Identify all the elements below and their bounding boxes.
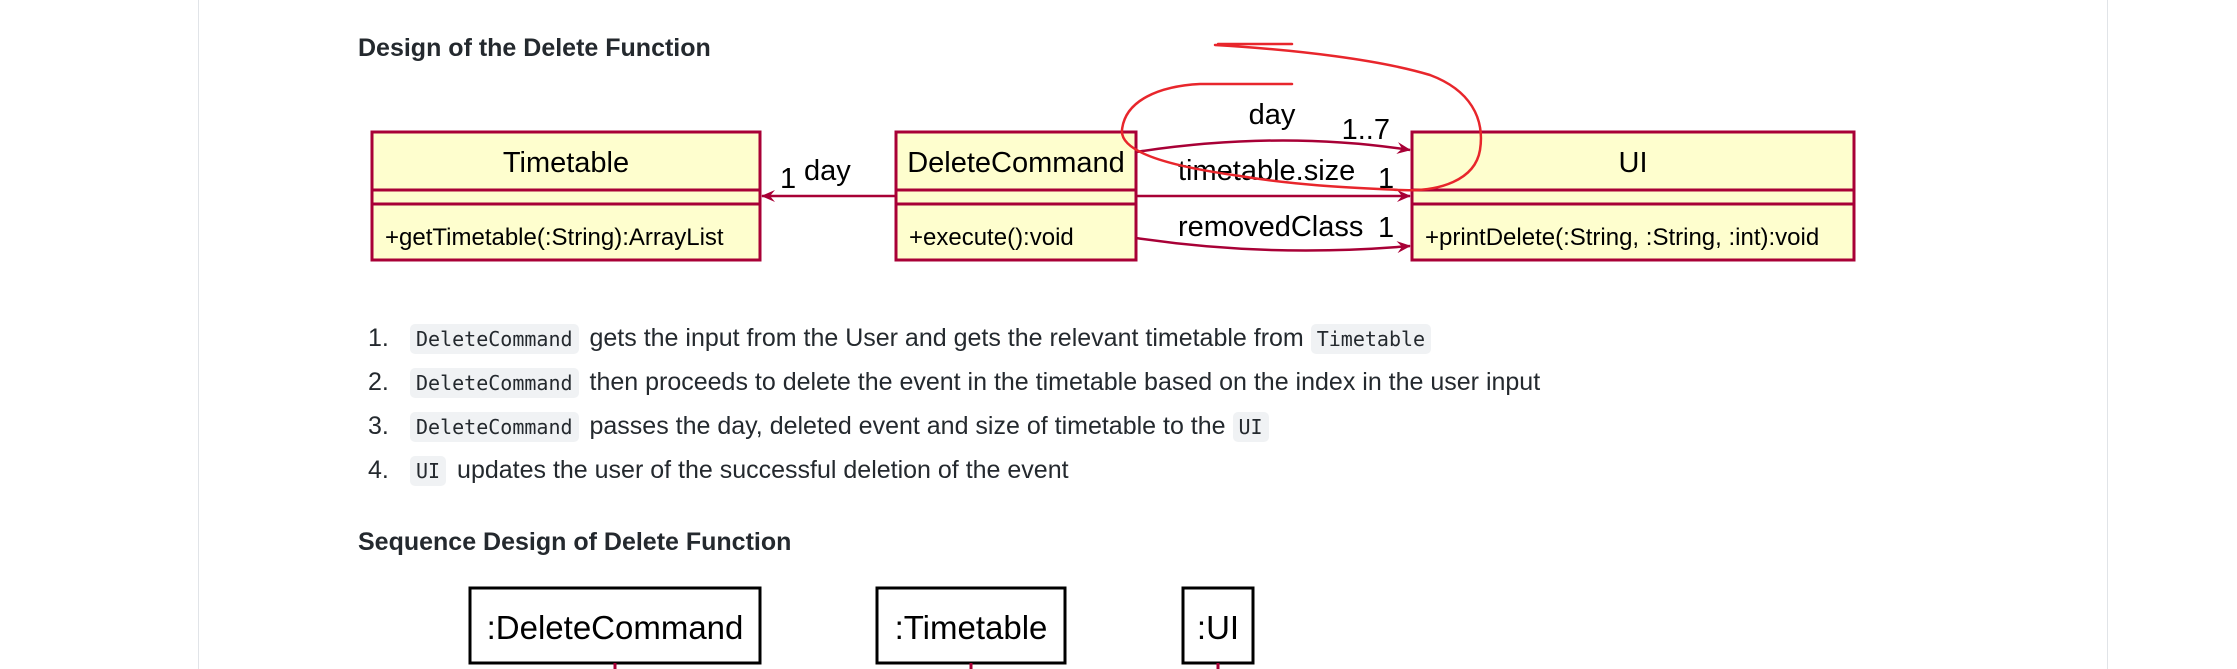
inline-code: UI — [410, 456, 447, 486]
delete-command-class: DeleteCommand +execute():void — [894, 130, 1138, 262]
to-timetable-label: day — [804, 155, 851, 187]
timetable-class-name: Timetable — [503, 147, 629, 179]
step-item: 1. DeleteCommand gets the input from the … — [368, 320, 1540, 364]
inline-code: UI — [1232, 412, 1269, 442]
to-timetable-multiplicity: 1 — [780, 163, 796, 195]
step-text: gets the input from the User and gets th… — [589, 324, 1304, 352]
day-association-multiplicity: 1..7 — [1342, 114, 1390, 146]
step-item: 2. DeleteCommand then proceeds to delete … — [368, 364, 1540, 408]
association-removed-class: removedClass 1 — [1135, 211, 1411, 254]
day-association-label: day — [1249, 99, 1296, 131]
association-timetable-size: timetable.size 1 — [1136, 155, 1411, 202]
step-text: passes the day, deleted event and size o… — [589, 412, 1226, 440]
step-number: 3. — [368, 412, 389, 440]
delete-command-class-name: DeleteCommand — [907, 147, 1125, 179]
inline-code: DeleteCommand — [410, 412, 579, 442]
step-number: 1. — [368, 324, 389, 352]
class-diagram: Timetable +getTimetable(:String):ArrayLi… — [370, 42, 1856, 262]
step-text: then proceeds to delete the event in the… — [589, 368, 1541, 396]
ui-class-name: UI — [1619, 147, 1648, 179]
step-text: updates the user of the successful delet… — [457, 456, 1069, 484]
timetable-class-method: +getTimetable(:String):ArrayList — [385, 224, 724, 251]
delete-command-class-method: +execute():void — [909, 224, 1074, 251]
timetable-size-multiplicity: 1 — [1378, 163, 1394, 195]
step-number: 4. — [368, 456, 389, 484]
sequence-design-heading: Sequence Design of Delete Function — [358, 528, 792, 556]
step-item: 3. DeleteCommand passes the day, deleted … — [368, 408, 1540, 452]
association-day: day 1..7 — [1135, 99, 1411, 154]
step-item: 4. UI updates the user of the successful … — [368, 452, 1540, 496]
inline-code: DeleteCommand — [410, 324, 579, 354]
timetable-class: Timetable +getTimetable(:String):ArrayLi… — [370, 130, 762, 262]
inline-code: Timetable — [1310, 324, 1432, 354]
removed-class-label: removedClass — [1178, 211, 1363, 243]
delete-design-heading: Design of the Delete Function — [358, 34, 711, 62]
ui-class-method: +printDelete(:String, :String, :int):voi… — [1425, 224, 1819, 251]
step-number: 2. — [368, 368, 389, 396]
ui-class: UI +printDelete(:String, :String, :int):… — [1410, 130, 1856, 262]
steps-list: 1. DeleteCommand gets the input from the … — [368, 320, 1540, 496]
association-to-timetable: 1 day — [761, 155, 896, 202]
removed-class-multiplicity: 1 — [1378, 212, 1394, 244]
hand-drawn-annotation — [1120, 42, 1483, 192]
inline-code: DeleteCommand — [410, 368, 579, 398]
